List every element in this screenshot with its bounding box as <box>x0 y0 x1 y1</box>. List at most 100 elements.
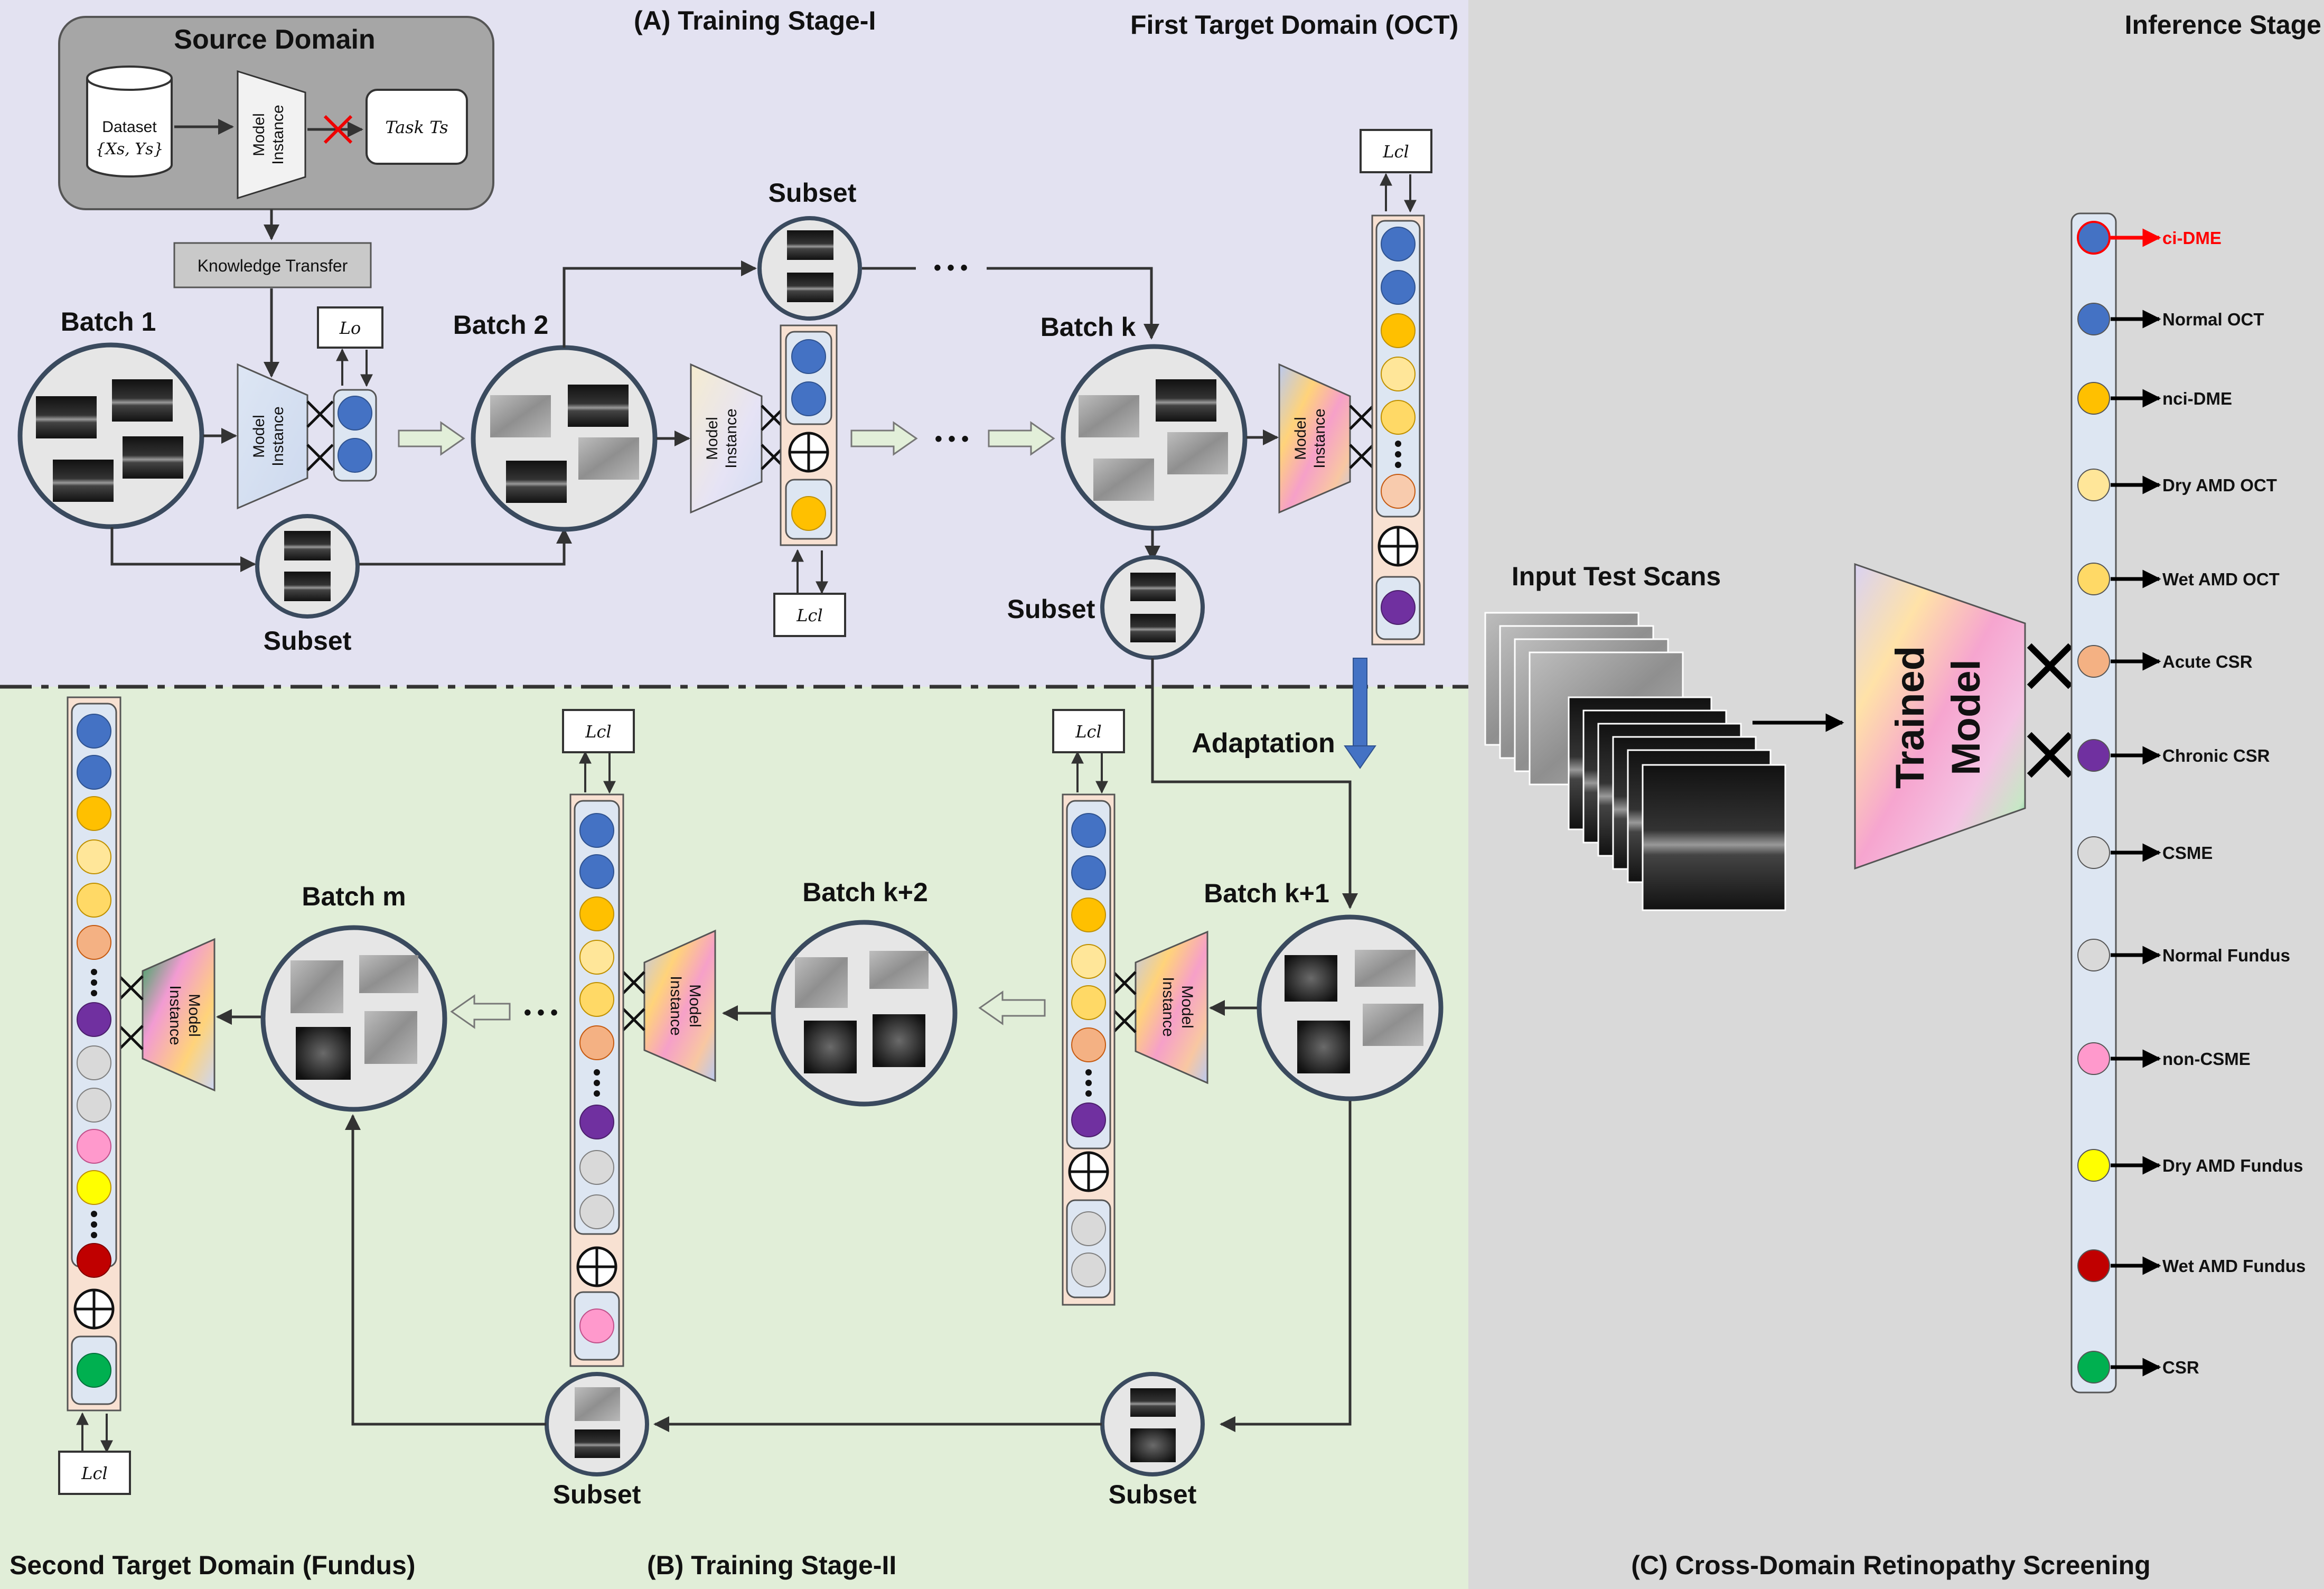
class-node <box>2077 469 2110 501</box>
class-item: Dry AMD OCT <box>2077 469 2277 501</box>
node-dark-red <box>77 1243 111 1278</box>
class-label: Dry AMD Fundus <box>2162 1156 2303 1175</box>
node-blue <box>579 854 614 889</box>
model-label: Model <box>1944 659 1989 775</box>
batchk2-circle <box>771 920 958 1107</box>
adaptation-arrow <box>1344 658 1376 769</box>
input-test-scans-label: Input Test Scans <box>1512 562 1721 591</box>
loss-cl-box-k <box>1360 129 1432 173</box>
batchm-circle <box>260 925 447 1112</box>
subset2-circle <box>757 216 862 321</box>
concat-icon <box>576 1246 617 1287</box>
class-node <box>2077 563 2110 595</box>
model-instance-m: Model Instance <box>142 938 215 1092</box>
output-column-k1 <box>1062 793 1116 1306</box>
cross-connections-k <box>1349 405 1374 469</box>
node-blue <box>338 396 372 431</box>
class-item: Wet AMD Fundus <box>2077 1249 2306 1282</box>
batchk-label: Batch k <box>1041 312 1136 342</box>
node-light-yellow <box>1071 944 1106 979</box>
node-light-yellow <box>579 940 614 975</box>
concat-icon <box>1377 526 1419 567</box>
class-node <box>2077 1249 2110 1282</box>
class-node <box>2077 303 2110 335</box>
loss-o-box <box>317 306 383 349</box>
class-item: Normal Fundus <box>2077 939 2290 971</box>
class-item: non-CSME <box>2077 1042 2251 1075</box>
progress-arrow <box>988 421 1055 456</box>
node-light-yellow <box>1381 357 1416 391</box>
blocked-cross-icon <box>323 115 353 144</box>
batch1-circle <box>17 342 204 529</box>
loss-cl-label: Lcl <box>1382 142 1409 162</box>
loss-cl-label: Lcl <box>585 722 611 742</box>
svg-text:Model: Model <box>250 415 268 458</box>
subsetk-label: Subset <box>1007 594 1095 624</box>
concat-icon <box>73 1288 115 1330</box>
class-item: ci-DME <box>2077 221 2222 255</box>
loss-cl-label: Lcl <box>1075 722 1101 742</box>
svg-text:Model: Model <box>1292 417 1309 460</box>
vertical-ellipsis <box>91 969 97 996</box>
node-pink <box>579 1308 614 1343</box>
node-blue <box>1381 227 1416 261</box>
node-blue <box>791 339 826 374</box>
model-instance-2: Model Instance <box>690 363 763 514</box>
class-label: Chronic CSR <box>2162 746 2270 765</box>
class-item: Wet AMD OCT <box>2077 563 2280 595</box>
svg-text:Model: Model <box>1178 985 1196 1029</box>
model-instance-k1: Model Instance <box>1135 930 1208 1085</box>
task-label: Task Ts <box>385 117 448 137</box>
svg-text:Instance: Instance <box>723 408 740 468</box>
node-green <box>77 1353 111 1388</box>
dataset-cylinder: Dataset {Xs, Ys} <box>86 66 173 177</box>
node-blue <box>791 381 826 416</box>
svg-text:Instance: Instance <box>166 985 184 1045</box>
class-label: CSR <box>2162 1358 2199 1377</box>
node-purple <box>579 1105 614 1139</box>
first-target-heading: First Target Domain (OCT) <box>1130 10 1458 40</box>
class-node <box>2077 939 2110 971</box>
subset-k1-circle <box>1100 1372 1205 1476</box>
vertical-ellipsis <box>91 1211 97 1238</box>
loss-o-label: Lo <box>339 318 361 338</box>
class-label: CSME <box>2162 843 2213 863</box>
class-node <box>2077 382 2110 415</box>
node-light-yellow <box>77 839 111 874</box>
dataset-symbols: {Xs, Ys} <box>95 140 163 158</box>
node-peach <box>579 1025 614 1060</box>
class-label: nci-DME <box>2162 389 2232 408</box>
node-purple <box>77 1002 111 1037</box>
class-item: CSR <box>2077 1351 2199 1384</box>
node-peach <box>1071 1027 1106 1062</box>
node-blue <box>579 813 614 848</box>
node-light-gray <box>579 1194 614 1229</box>
cross-connections-inference <box>2027 643 2073 778</box>
node-blue <box>1381 270 1416 305</box>
output-column-1 <box>333 389 377 482</box>
subset2-label: Subset <box>769 178 857 208</box>
class-label: Dry AMD OCT <box>2162 475 2277 495</box>
batch2-label: Batch 2 <box>453 310 549 340</box>
class-output-column <box>2070 212 2117 1394</box>
svg-text:Instance: Instance <box>269 105 287 164</box>
node-blue <box>77 714 111 749</box>
trained-label: Trained <box>1888 646 1933 789</box>
trained-model: Trained Model <box>1854 563 2026 870</box>
class-node <box>2077 739 2110 772</box>
cross-connections-k1 <box>1112 971 1137 1033</box>
class-item: CSME <box>2077 836 2213 869</box>
batch2-circle <box>471 345 658 532</box>
progress-arrow <box>850 421 918 456</box>
task-box <box>366 89 468 165</box>
svg-text:Instance: Instance <box>269 406 287 466</box>
class-item: Dry AMD Fundus <box>2077 1149 2303 1182</box>
svg-text:Model: Model <box>704 417 721 460</box>
source-model-instance: Model Instance <box>237 70 306 200</box>
loss-cl-label: Lcl <box>796 605 822 625</box>
svg-text:Model: Model <box>250 113 268 156</box>
node-orange <box>579 896 614 931</box>
class-label: ci-DME <box>2162 228 2222 248</box>
